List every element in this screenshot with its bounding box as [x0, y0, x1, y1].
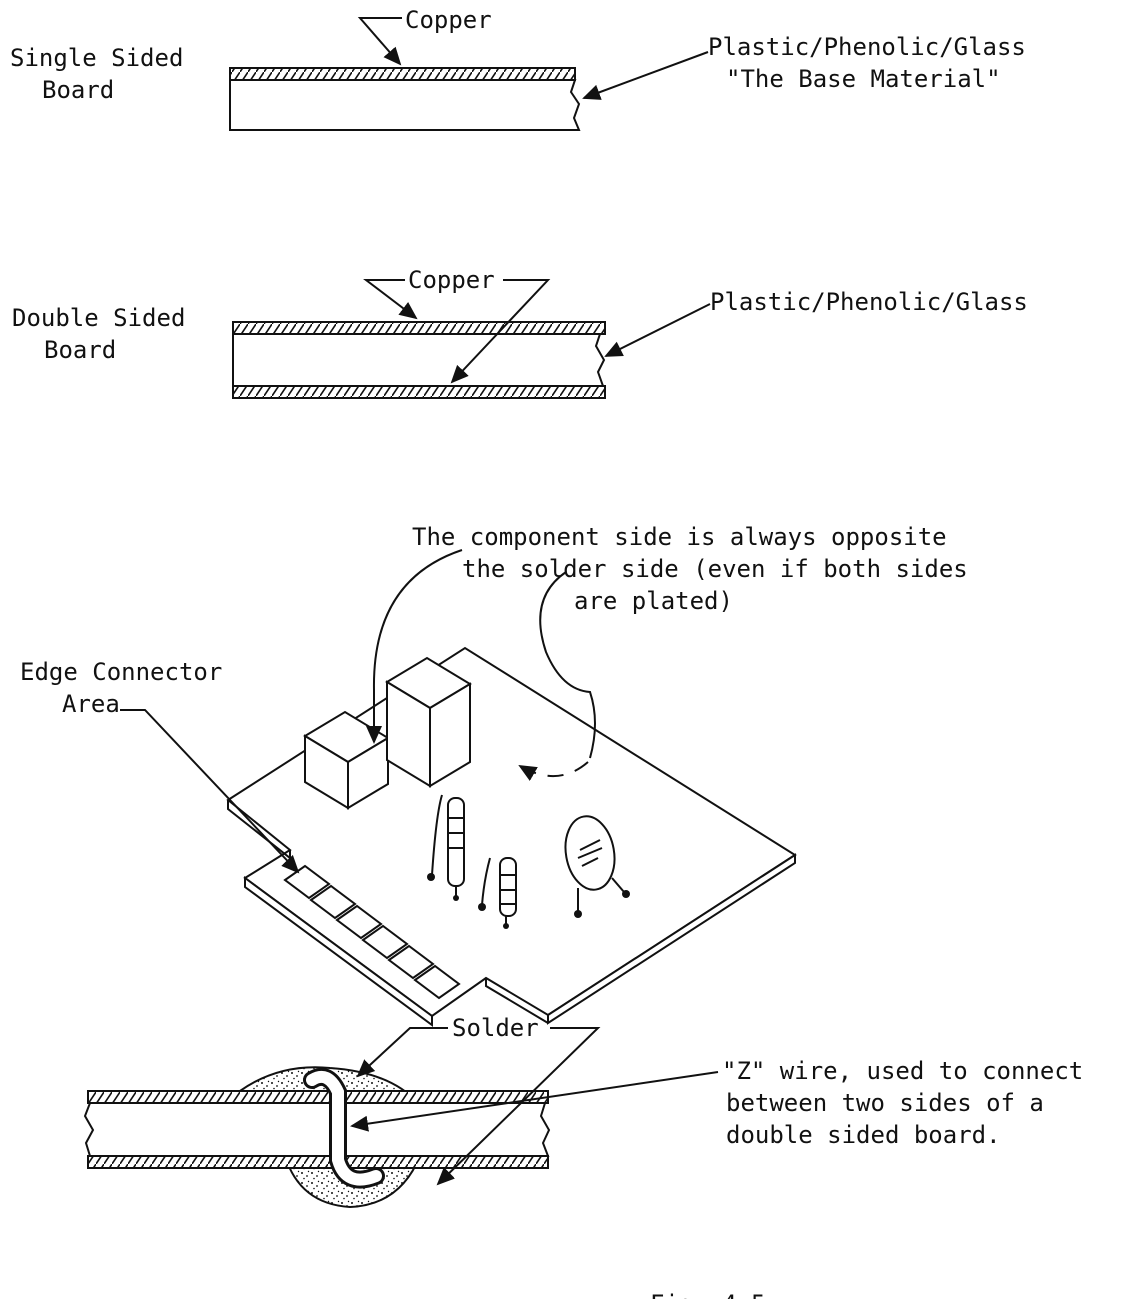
solder-arrow-bottom	[436, 1027, 601, 1186]
ic-component-back	[385, 656, 472, 788]
double-copper-arrow-top	[363, 279, 418, 320]
double-copper-label: Copper	[408, 266, 495, 294]
double-sided-section: Double Sided Board Copper Plastic/Phenol…	[12, 266, 1028, 399]
pc-board-top	[226, 646, 797, 1018]
board-assembly-section: The component side is always opposite th…	[20, 523, 968, 1027]
edge-connector-label-line2: Area	[62, 690, 120, 718]
component-side-leader	[366, 549, 463, 744]
single-copper-label: Copper	[405, 6, 492, 34]
solder-label: Solder	[452, 1014, 539, 1042]
z-board-base	[83, 1102, 551, 1157]
disc-capacitor	[564, 815, 630, 918]
pc-board-edge-notch	[485, 978, 549, 1024]
double-copper-arrow-bottom	[450, 279, 551, 384]
solder-arrow-top	[356, 1027, 448, 1078]
single-sided-label-line2: Board	[42, 76, 114, 104]
double-bottom-copper	[232, 385, 606, 399]
single-base-label-line2: "The Base Material"	[726, 65, 1001, 93]
component-side-note-line2: the solder side (even if both sides	[462, 555, 968, 583]
double-sided-label-line1: Double Sided	[12, 304, 185, 332]
single-base-label-line1: Plastic/Phenolic/Glass	[708, 33, 1026, 61]
double-base-arrow	[604, 303, 711, 357]
solder-side-leader	[539, 571, 596, 759]
single-base-material	[229, 79, 581, 131]
component-side-note-line1: The component side is always opposite	[412, 523, 947, 551]
single-copper-layer	[229, 67, 576, 81]
single-base-arrow	[582, 51, 709, 100]
z-wire-inner	[306, 1071, 382, 1186]
z-wire-section: Solder "Z" wire, used to connect between…	[83, 1014, 1083, 1299]
solder-side-dashed-arrow	[518, 761, 589, 781]
edge-connector-leader	[120, 709, 300, 874]
z-board-bottom-copper	[87, 1155, 549, 1169]
figure-caption: Fig. 4-5	[650, 1290, 766, 1299]
resistor-1	[427, 794, 465, 901]
z-wire-note-line2: between two sides of a	[726, 1089, 1044, 1117]
resistor-2	[478, 857, 517, 929]
single-sided-section: Single Sided Board Copper Plastic/Phenol…	[10, 6, 1026, 131]
pc-board-edge-left	[244, 876, 433, 1027]
double-sided-label-line2: Board	[44, 336, 116, 364]
z-wire-arrow	[350, 1071, 719, 1132]
double-base-label: Plastic/Phenolic/Glass	[710, 288, 1028, 316]
double-base-material	[232, 333, 606, 387]
z-wire-note-line3: double sided board.	[726, 1121, 1001, 1149]
single-copper-arrow	[357, 17, 402, 66]
component-side-note-line3: are plated)	[574, 587, 733, 615]
z-board-top-copper	[87, 1090, 549, 1104]
edge-connector-fingers	[283, 864, 461, 1000]
double-top-copper	[232, 321, 606, 335]
z-wire-note-line1: "Z" wire, used to connect	[722, 1057, 1083, 1085]
pc-board-edge-back	[227, 800, 291, 861]
single-sided-label-line1: Single Sided	[10, 44, 183, 72]
ic-component-front	[303, 710, 390, 810]
edge-connector-label-line1: Edge Connector	[20, 658, 222, 686]
